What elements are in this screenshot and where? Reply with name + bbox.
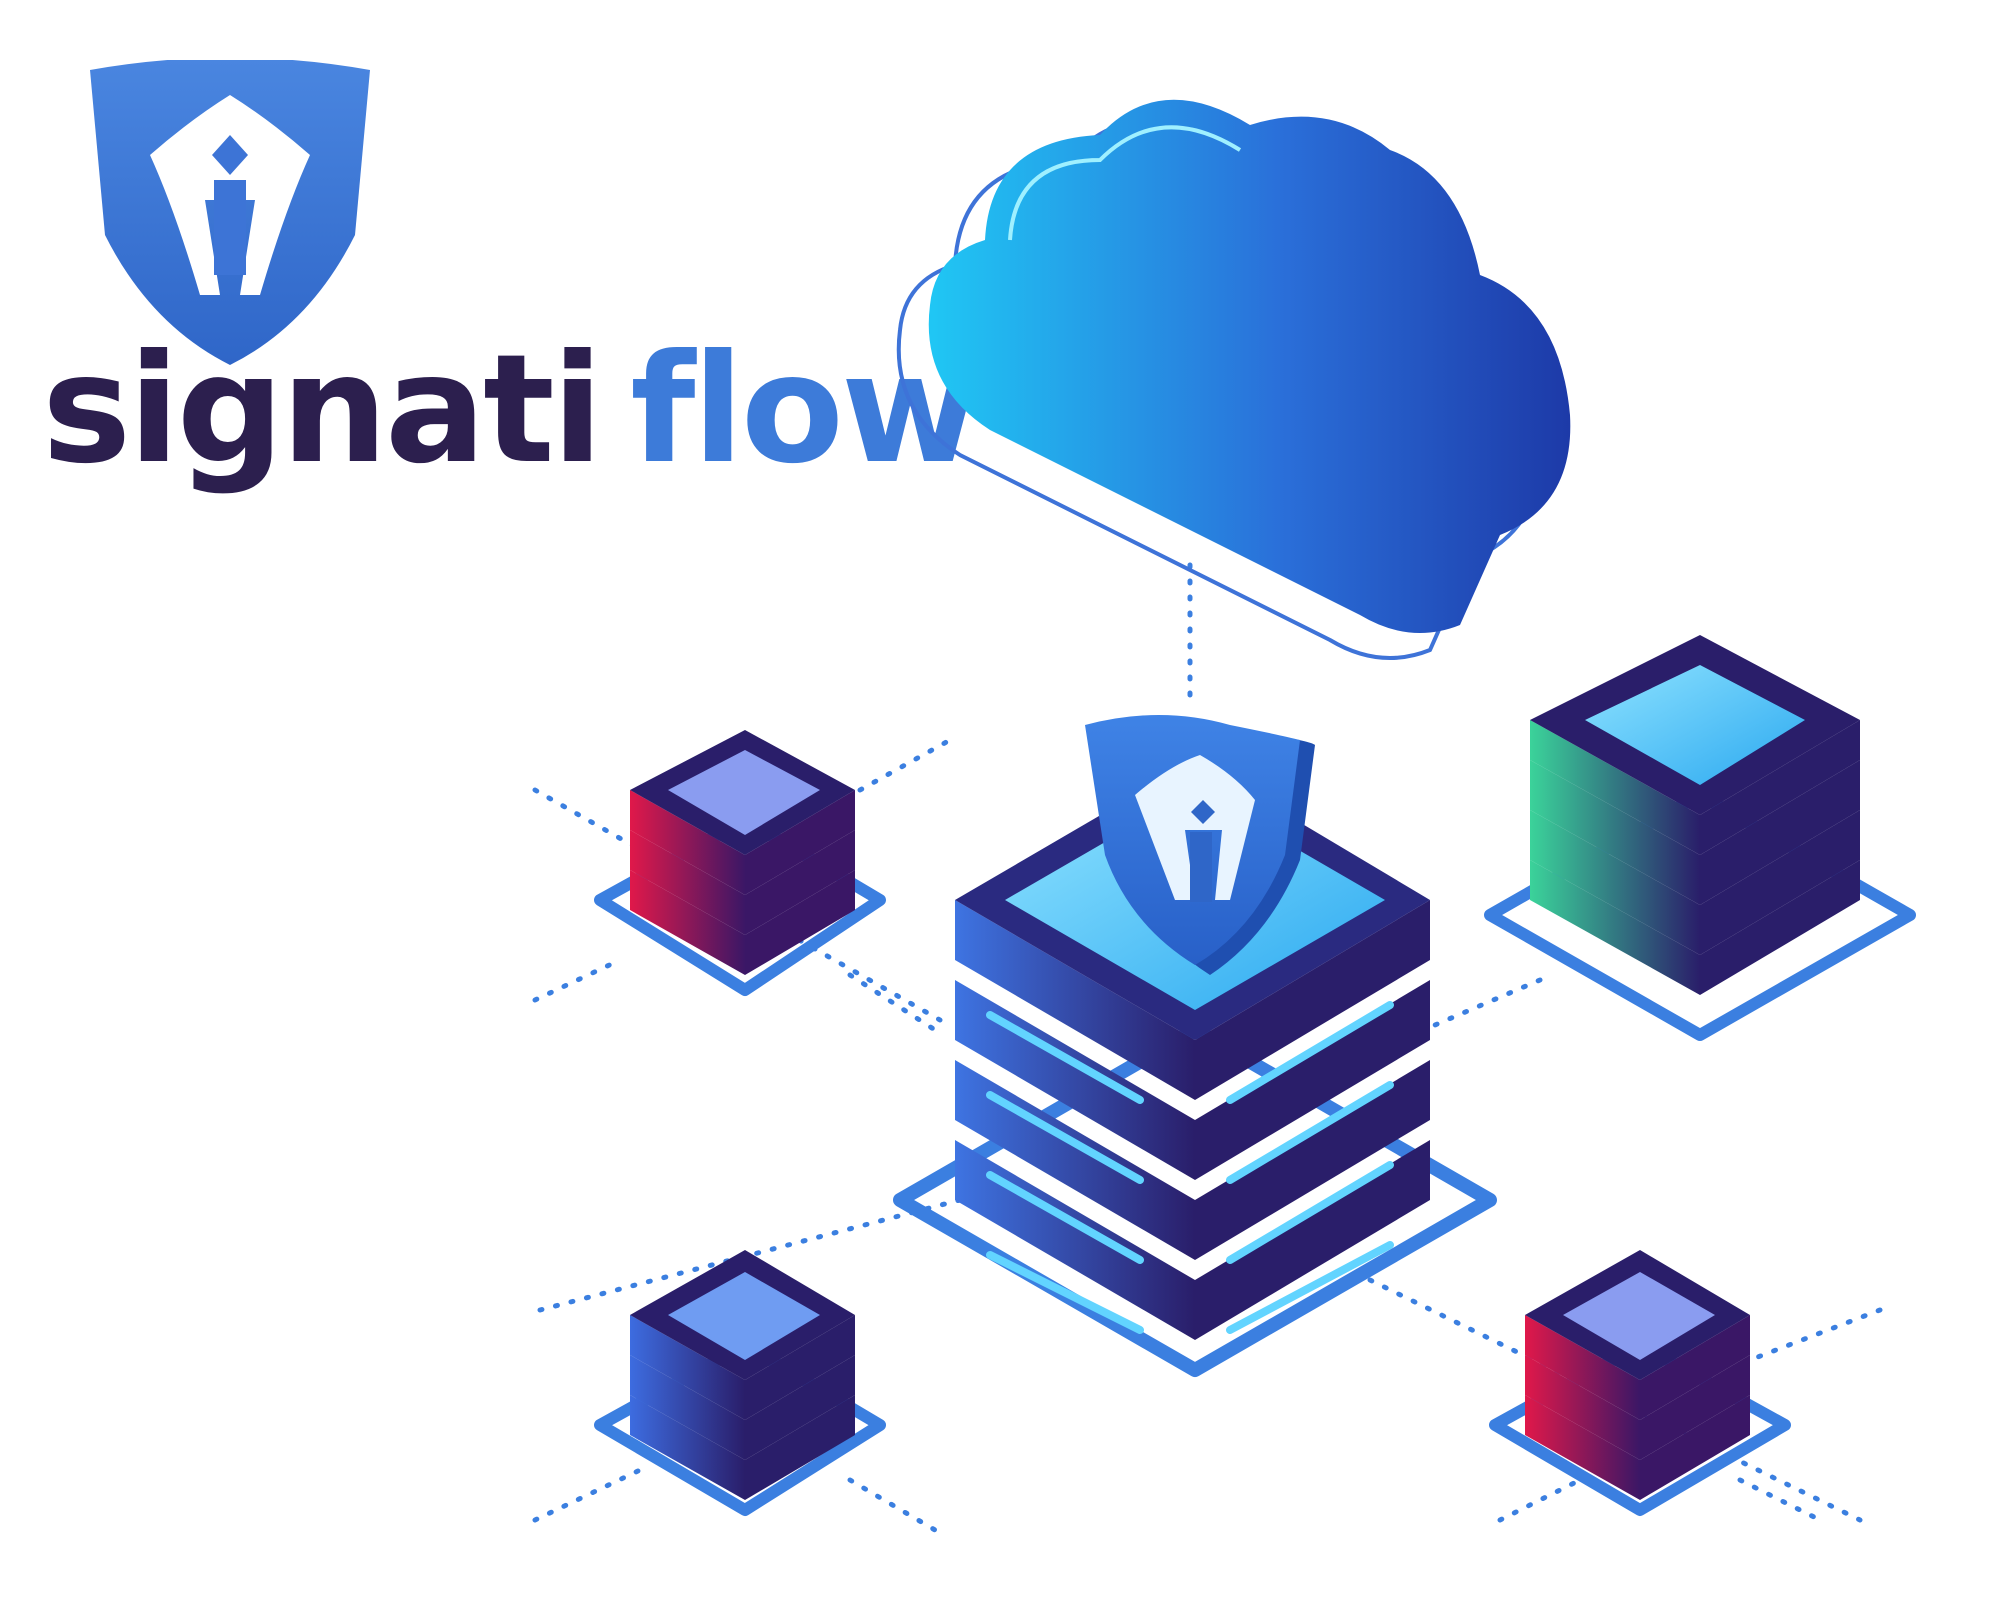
server-red-small-icon [594, 730, 886, 996]
central-shield-icon [1085, 715, 1315, 975]
cloud-icon [896, 99, 1571, 660]
server-blue-small-icon [594, 1250, 886, 1516]
server-red-small-icon-2 [1489, 1250, 1791, 1516]
brand-name-flow: flow [630, 323, 979, 497]
brand-name-signati: signati [42, 323, 603, 497]
central-server-stack-icon [893, 715, 1497, 1377]
shield-logo-icon [90, 60, 370, 365]
server-green-large-icon [1484, 635, 1916, 1041]
